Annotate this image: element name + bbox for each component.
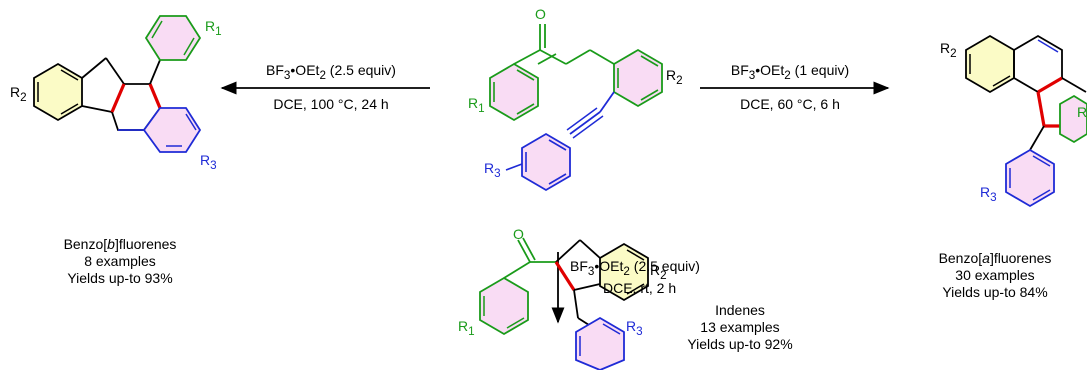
aryl-ring-r3 [521, 132, 571, 192]
benzo-a-fluorene-structure [965, 34, 1087, 208]
sm-r3-label: R3 [484, 160, 501, 180]
ind-oxygen: O [513, 226, 524, 242]
ind-r2-label: R2 [650, 262, 667, 282]
indenes-caption: Indenes 13 examples Yields up-to 92% [655, 302, 825, 353]
sm-oxygen: O [535, 6, 546, 22]
sm-r2-label: R2 [666, 67, 683, 87]
benzo-b-examples: 8 examples [84, 253, 156, 269]
benzo-a-caption: Benzo[a]fluorenes 30 examples Yields up-… [905, 250, 1085, 301]
right-reagent: BF3•OEt2 (1 equiv) [730, 62, 850, 82]
ba-r3-label: R3 [980, 184, 997, 204]
left-conditions: DCE, 100 °C, 24 h [273, 96, 389, 112]
benzo-a-name: Benzo[a]fluorenes [938, 250, 1052, 266]
down-reagent: BF3•OEt2 (2.5 equiv) [570, 258, 700, 278]
ba-r2-label: R2 [940, 40, 957, 60]
ba-r1-label: R [1077, 104, 1087, 120]
aryl-ring-r2 [613, 48, 663, 108]
starting-material [489, 24, 663, 192]
ind-r3-label: R3 [626, 318, 643, 338]
right-conditions: DCE, 60 °C, 6 h [740, 96, 840, 112]
benzo-b-fluorene-structure [33, 15, 202, 153]
benzo-b-name: Benzo[b]fluorenes [63, 236, 177, 252]
down-conditions: DCE, rt, 2 h [603, 280, 677, 296]
left-reagent: BF3•OEt2 (2.5 equiv) [266, 62, 396, 82]
indenes-examples: 13 examples [700, 319, 780, 335]
indene-structure [479, 237, 649, 370]
bb-r3-label: R3 [200, 152, 217, 172]
ind-r1-label: R1 [458, 318, 475, 338]
bb-r2-label: R2 [10, 84, 27, 104]
aryl-ring-r1 [489, 62, 539, 122]
benzo-b-caption: Benzo[b]fluorenes 8 examples Yields up-t… [20, 236, 220, 287]
indenes-name: Indenes [715, 302, 765, 318]
bb-r1-label: R1 [205, 18, 222, 38]
benzo-b-yields: Yields up-to 93% [67, 270, 173, 286]
sm-r1-label: R1 [468, 95, 485, 115]
indenes-yields: Yields up-to 92% [687, 336, 793, 352]
benzo-a-yields: Yields up-to 84% [942, 284, 1048, 300]
benzo-a-examples: 30 examples [955, 267, 1035, 283]
